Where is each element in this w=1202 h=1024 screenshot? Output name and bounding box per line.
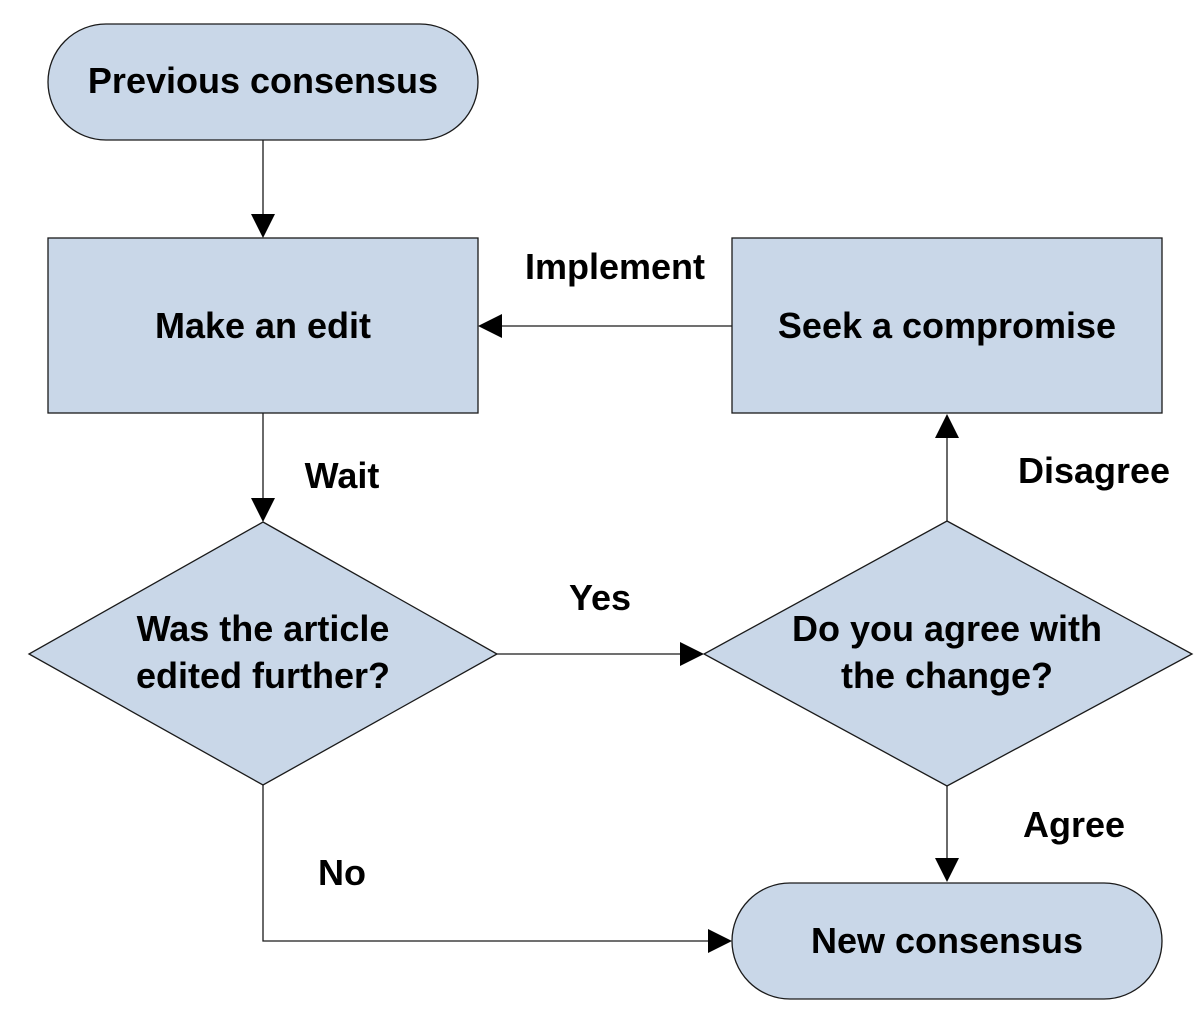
node-was-article-edited: Was the article edited further?: [27, 521, 499, 786]
node-do-you-agree-line1: Do you agree with: [792, 608, 1102, 649]
edge-label-wait: Wait: [305, 455, 380, 496]
edge-label-no: No: [318, 852, 366, 893]
edge-label-disagree: Disagree: [1018, 450, 1170, 491]
node-seek-a-compromise-label: Seek a compromise: [778, 305, 1116, 346]
node-make-an-edit-label: Make an edit: [155, 305, 371, 346]
connector-no: [262, 785, 710, 942]
node-new-consensus: New consensus: [731, 882, 1163, 1000]
arrowhead-right-icon: [708, 929, 732, 953]
edge-label-yes: Yes: [569, 577, 631, 618]
node-do-you-agree-line2: the change?: [841, 655, 1053, 696]
arrowhead-up-icon: [935, 414, 959, 438]
node-previous-consensus: Previous consensus: [47, 23, 479, 141]
node-new-consensus-label: New consensus: [811, 920, 1083, 961]
node-make-an-edit: Make an edit: [47, 237, 479, 414]
arrowhead-down-icon: [251, 498, 275, 522]
node-previous-consensus-label: Previous consensus: [88, 60, 438, 101]
arrowhead-left-icon: [478, 314, 502, 338]
arrowhead-right-icon: [680, 642, 704, 666]
node-do-you-agree: Do you agree with the change?: [702, 520, 1194, 787]
arrowhead-down-icon: [251, 214, 275, 238]
node-was-article-edited-line2: edited further?: [136, 655, 390, 696]
arrowhead-down-icon: [935, 858, 959, 882]
node-seek-a-compromise: Seek a compromise: [731, 237, 1163, 414]
edge-label-implement: Implement: [525, 246, 705, 287]
node-was-article-edited-line1: Was the article: [137, 608, 390, 649]
edge-label-agree: Agree: [1023, 804, 1125, 845]
